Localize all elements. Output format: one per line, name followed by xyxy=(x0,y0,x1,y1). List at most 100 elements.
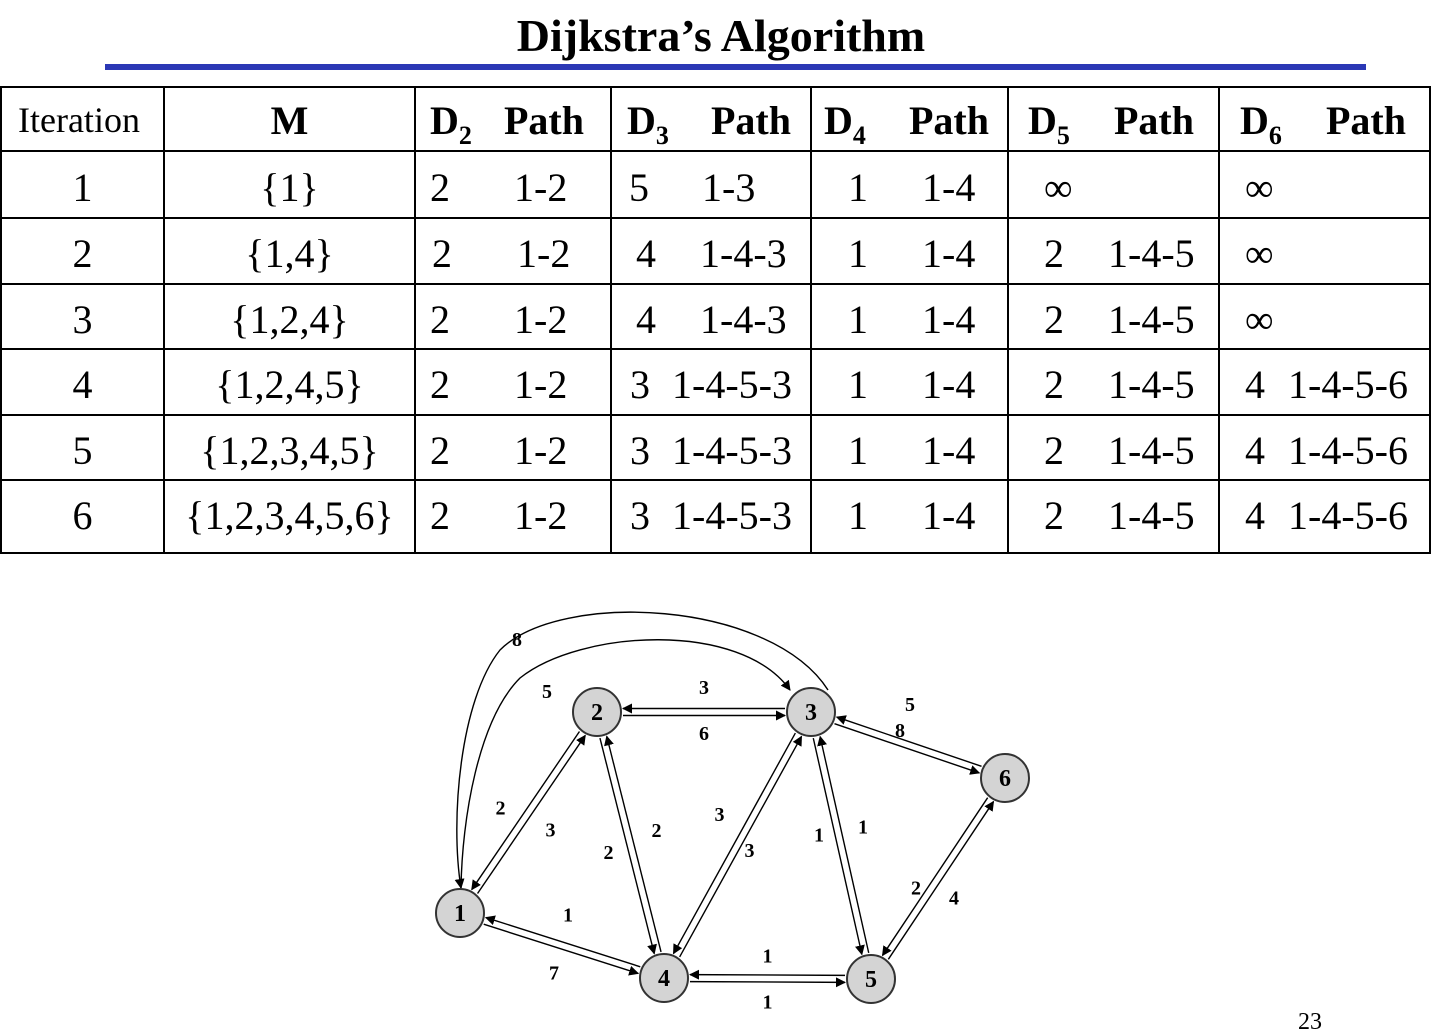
cell-path4: 1-4 xyxy=(922,165,976,210)
graph-edge xyxy=(887,800,995,960)
edge-weight-label: 2 xyxy=(911,878,921,900)
graph-edge xyxy=(460,639,791,889)
edge-weight-label: 3 xyxy=(699,677,709,699)
cell-d5: ∞ xyxy=(1044,165,1073,210)
cell-m: {1} xyxy=(260,165,319,210)
cell-m: {1,2,4} xyxy=(230,297,349,342)
cell-path3: 1-4-3 xyxy=(700,231,787,276)
edge-weight-label: 1 xyxy=(858,817,868,839)
edge-weight-label: 1 xyxy=(763,992,773,1014)
cell-d6: ∞ xyxy=(1245,231,1274,276)
graph-edge xyxy=(599,737,657,955)
cell-path4: 1-4 xyxy=(922,493,976,538)
cell-d4: 1 xyxy=(848,231,868,276)
graph-edge xyxy=(604,735,662,953)
cell-iteration: 6 xyxy=(72,493,93,538)
graph-node-label: 4 xyxy=(658,966,670,992)
graph-edge xyxy=(817,735,870,954)
cell-d6: 4 xyxy=(1245,493,1265,538)
graph-edge xyxy=(672,732,796,955)
cell-d2: 2 xyxy=(430,297,450,342)
row-divider xyxy=(2,283,1429,285)
edge-weight-label: 5 xyxy=(905,694,915,716)
edge-weight-label: 5 xyxy=(542,681,552,703)
graph-edge xyxy=(689,969,846,980)
cell-path3: 1-4-5-3 xyxy=(672,428,792,473)
col-divider xyxy=(414,88,416,552)
col-divider xyxy=(1218,88,1220,552)
cell-d4: 1 xyxy=(848,428,868,473)
cell-d3: 3 xyxy=(630,493,650,538)
cell-d3: 4 xyxy=(636,297,656,342)
edge-weight-label: 8 xyxy=(895,720,905,742)
cell-d5: 2 xyxy=(1044,297,1064,342)
graph-node-label: 5 xyxy=(865,967,877,993)
edge-weight-label: 2 xyxy=(604,842,614,864)
header-d2: D2 xyxy=(430,98,472,150)
edge-weight-label: 1 xyxy=(814,825,824,847)
graph-node-label: 2 xyxy=(591,700,603,726)
cell-path5: 1-4-5 xyxy=(1108,297,1195,342)
cell-path5: 1-4-5 xyxy=(1108,231,1195,276)
header-d5: D5 xyxy=(1028,98,1070,150)
edge-weight-label: 4 xyxy=(949,888,959,910)
graph-edge xyxy=(471,731,581,891)
col-divider xyxy=(610,88,612,552)
header-path: Path xyxy=(711,98,791,143)
header-d4: D4 xyxy=(824,98,866,150)
cell-path2: 1-2 xyxy=(514,428,568,473)
cell-path2: 1-2 xyxy=(514,297,568,342)
cell-m: {1,2,3,4,5,6} xyxy=(185,493,394,538)
cell-path2: 1-2 xyxy=(514,165,568,210)
graph-edge xyxy=(835,715,982,767)
cell-path4: 1-4 xyxy=(922,428,976,473)
cell-d5: 2 xyxy=(1044,362,1064,407)
cell-d5: 2 xyxy=(1044,493,1064,538)
cell-path6: 1-4-5-6 xyxy=(1288,428,1408,473)
cell-d6: ∞ xyxy=(1245,165,1274,210)
cell-d5: 2 xyxy=(1044,231,1064,276)
graph-edge xyxy=(812,737,865,956)
cell-iteration: 3 xyxy=(72,297,93,342)
row-divider xyxy=(2,217,1429,219)
row-divider xyxy=(2,348,1429,350)
graph-edge xyxy=(881,797,989,957)
edge-weight-label: 2 xyxy=(652,820,662,842)
cell-d2: 2 xyxy=(430,165,450,210)
col-divider xyxy=(163,88,165,552)
cell-path3: 1-4-5-3 xyxy=(672,362,792,407)
header-m: M xyxy=(270,98,309,143)
cell-path5: 1-4-5 xyxy=(1108,493,1195,538)
cell-m: {1,4} xyxy=(245,231,334,276)
dijkstra-table: Iteration M D2 Path D3 Path D4 Path D5 P… xyxy=(0,86,1431,554)
cell-path3: 1-3 xyxy=(702,165,756,210)
cell-path2: 1-2 xyxy=(514,493,568,538)
cell-path2: 1-2 xyxy=(517,231,571,276)
edge-weight-label: 3 xyxy=(546,820,556,842)
cell-d4: 1 xyxy=(848,362,868,407)
cell-d2: 2 xyxy=(430,493,450,538)
cell-d3: 3 xyxy=(630,428,650,473)
graph-node xyxy=(639,953,689,1003)
graph-edge xyxy=(834,723,981,775)
edge-weight-label: 8 xyxy=(512,629,522,651)
edge-weight-label: 3 xyxy=(745,840,755,862)
graph-node xyxy=(572,687,622,737)
cell-d3: 5 xyxy=(629,165,649,210)
page-title: Dijkstra’s Algorithm xyxy=(516,10,926,61)
header-d3: D3 xyxy=(627,98,669,150)
graph-edge xyxy=(689,977,846,988)
cell-path4: 1-4 xyxy=(922,297,976,342)
cell-d3: 3 xyxy=(630,362,650,407)
col-divider xyxy=(810,88,812,552)
cell-path6: 1-4-5-6 xyxy=(1288,362,1408,407)
cell-d4: 1 xyxy=(848,165,868,210)
cell-d5: 2 xyxy=(1044,428,1064,473)
graph-edge xyxy=(476,734,586,894)
cell-iteration: 1 xyxy=(72,165,93,210)
cell-d2: 2 xyxy=(430,428,450,473)
cell-d2: 2 xyxy=(432,231,452,276)
edge-weight-label: 1 xyxy=(563,905,573,927)
